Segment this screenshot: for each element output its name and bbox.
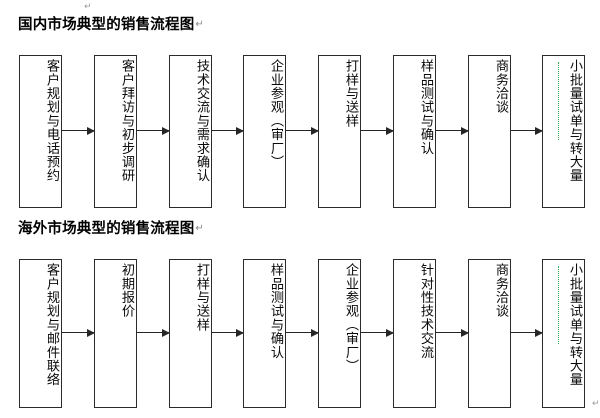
flow-step-label: 客户规划与邮件联络 <box>44 263 59 387</box>
flow-step-label: 打样与送样 <box>343 59 358 128</box>
flow-arrow-icon <box>436 126 469 135</box>
flow-step-label: 商务洽谈 <box>493 263 508 318</box>
section-title-domestic-text: 国内市场典型的销售流程图 <box>18 17 195 33</box>
grammar-squiggle-icon <box>557 62 559 140</box>
flow-step-box[interactable]: 企业参观（审厂） <box>243 55 286 208</box>
flow-step-box[interactable]: 小批量试单与转大量 <box>542 55 585 208</box>
flow-arrow-icon <box>212 328 244 337</box>
flow-step-box[interactable]: 打样与送样 <box>169 259 212 408</box>
flow-arrow-icon <box>286 126 319 135</box>
flow-step-box[interactable]: 客户规划与邮件联络 <box>19 259 62 408</box>
flow-step-label: 样品测试与确认 <box>418 59 433 155</box>
flow-arrow-icon <box>212 126 244 135</box>
flowchart-overseas: 客户规划与邮件联络 初期报价 打样与送样 样品测试与确认 企业参观（审厂） 针对性技术交流… <box>0 259 600 408</box>
flow-arrow-icon <box>137 328 170 337</box>
paragraph-mark-icon: ↵ <box>195 223 204 234</box>
flow-step-box[interactable]: 初期报价 <box>94 259 137 408</box>
paragraph-mark-icon: ↵ <box>195 19 204 30</box>
flow-step-label: 技术交流与需求确认 <box>194 59 209 183</box>
flow-arrow-icon <box>62 126 95 135</box>
flow-arrow-icon <box>137 126 170 135</box>
flow-step-label: 初期报价 <box>119 263 134 318</box>
flow-step-label: 商务洽谈 <box>493 59 508 114</box>
grammar-squiggle-icon <box>557 266 559 344</box>
flow-step-box[interactable]: 技术交流与需求确认 <box>169 55 212 208</box>
section-title-domestic: 国内市场典型的销售流程图↵ <box>18 18 204 33</box>
flow-step-box[interactable]: 打样与送样 <box>318 55 361 208</box>
flow-step-box[interactable]: 客户规划与电话预约 <box>19 55 62 208</box>
flow-arrow-icon <box>361 328 394 337</box>
flow-step-box[interactable]: 小批量试单与转大量 <box>542 259 585 408</box>
flow-step-box[interactable]: 客户拜访与初步调研 <box>94 55 137 208</box>
flow-step-box[interactable]: 样品测试与确认 <box>393 55 436 208</box>
section-title-overseas: 海外市场典型的销售流程图↵ <box>18 222 204 237</box>
flow-arrow-icon <box>436 328 469 337</box>
flow-arrow-icon <box>286 328 319 337</box>
flow-step-box[interactable]: 企业参观（审厂） <box>318 259 361 408</box>
flow-step-box[interactable]: 样品测试与确认 <box>243 259 286 408</box>
flowchart-domestic: 客户规划与电话预约 客户拜访与初步调研 技术交流与需求确认 企业参观（审厂） 打样与送样… <box>0 55 600 208</box>
flow-step-label: 小批量试单与转大量 <box>567 59 582 183</box>
flow-step-label: 客户规划与电话预约 <box>44 59 59 183</box>
flow-arrow-icon <box>62 328 95 337</box>
flow-step-label: 针对性技术交流 <box>418 263 433 359</box>
flow-step-box[interactable]: 商务洽谈 <box>468 55 511 208</box>
flow-step-label: 样品测试与确认 <box>268 263 283 359</box>
flow-step-box[interactable]: 商务洽谈 <box>468 259 511 408</box>
flow-step-label: 企业参观（审厂） <box>343 263 358 373</box>
flow-step-label: 企业参观（审厂） <box>268 59 283 169</box>
flow-step-label: 打样与送样 <box>194 263 209 332</box>
flow-step-label: 客户拜访与初步调研 <box>119 59 134 183</box>
flow-arrow-icon <box>511 328 543 337</box>
flow-arrow-icon <box>361 126 394 135</box>
flow-arrow-icon <box>511 126 543 135</box>
section-title-overseas-text: 海外市场典型的销售流程图 <box>18 221 195 237</box>
flow-step-box[interactable]: 针对性技术交流 <box>393 259 436 408</box>
document-top-paragraph-mark: ↵ <box>84 2 92 12</box>
flow-step-label: 小批量试单与转大量 <box>567 263 582 387</box>
document-end-paragraph-mark: ↵ <box>592 399 600 409</box>
